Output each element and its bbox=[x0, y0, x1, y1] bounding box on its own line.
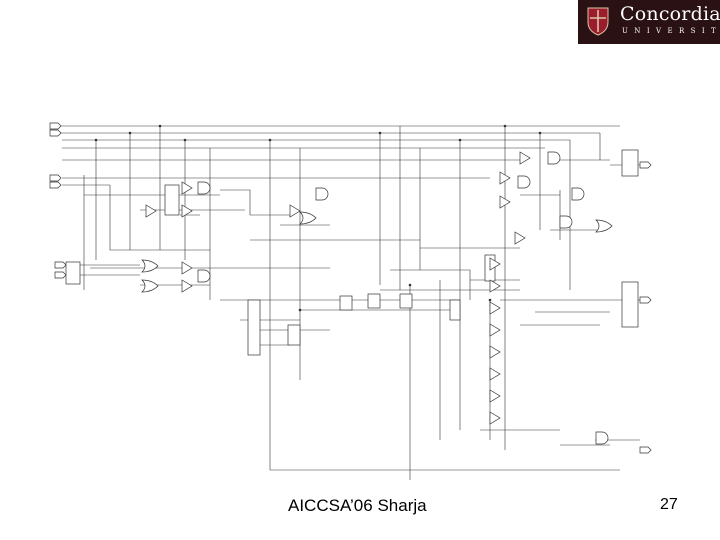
output-pin bbox=[639, 296, 652, 304]
logic-schematic bbox=[49, 122, 652, 480]
buffer bbox=[489, 323, 501, 337]
buffer bbox=[499, 171, 511, 185]
buffer bbox=[181, 204, 193, 218]
output-pin bbox=[639, 446, 652, 454]
junction-dot bbox=[183, 138, 187, 142]
input-pin bbox=[49, 181, 62, 189]
and-gate bbox=[197, 269, 211, 283]
input-pin bbox=[54, 261, 67, 269]
register-block bbox=[621, 149, 639, 177]
and-gate bbox=[517, 175, 531, 189]
register-block bbox=[164, 184, 180, 216]
buffer bbox=[489, 411, 501, 425]
buffer bbox=[499, 195, 511, 209]
junction-dot bbox=[298, 308, 302, 312]
input-pin bbox=[49, 174, 62, 182]
junction-dot bbox=[378, 131, 382, 135]
buffer bbox=[519, 151, 531, 165]
wire bbox=[500, 299, 620, 326]
buffer bbox=[489, 367, 501, 381]
or-gate bbox=[141, 279, 159, 293]
or-gate bbox=[299, 211, 317, 225]
and-gate bbox=[315, 187, 329, 201]
buffer bbox=[181, 279, 193, 293]
buffer bbox=[181, 181, 193, 195]
buffer bbox=[181, 261, 193, 275]
or-gate bbox=[141, 259, 159, 273]
junction-dot bbox=[503, 124, 507, 128]
wire bbox=[380, 247, 520, 300]
junction-dot bbox=[408, 283, 412, 287]
and-gate bbox=[547, 151, 561, 165]
wire bbox=[270, 429, 620, 471]
wire bbox=[220, 189, 420, 241]
register-block bbox=[339, 295, 353, 311]
register-block bbox=[287, 324, 301, 346]
output-pin bbox=[639, 161, 652, 169]
wire bbox=[520, 159, 610, 240]
register-block bbox=[621, 281, 639, 328]
concordia-logo: Concordia UNIVERSITY bbox=[578, 0, 720, 44]
buffer bbox=[489, 279, 501, 293]
wire bbox=[62, 159, 520, 290]
register-block bbox=[399, 293, 413, 309]
register-block bbox=[449, 299, 461, 321]
conference-caption: AICCSA’06 Sharja bbox=[288, 496, 427, 515]
register-block bbox=[65, 261, 81, 285]
buffer bbox=[289, 204, 301, 218]
junction-dot bbox=[488, 298, 492, 302]
buffer bbox=[489, 345, 501, 359]
buffer bbox=[145, 204, 157, 218]
junction-dot bbox=[538, 131, 542, 135]
wire bbox=[62, 264, 330, 301]
buffer bbox=[489, 301, 501, 315]
wire bbox=[504, 126, 601, 450]
input-pin bbox=[49, 129, 62, 137]
or-gate bbox=[595, 219, 613, 233]
input-pin bbox=[49, 122, 62, 130]
wire bbox=[95, 126, 211, 300]
and-gate bbox=[571, 187, 585, 201]
buffer bbox=[514, 231, 526, 245]
junction-dot bbox=[94, 138, 98, 142]
wire bbox=[56, 125, 620, 149]
buffer bbox=[489, 257, 501, 271]
junction-dot bbox=[458, 138, 462, 142]
and-gate bbox=[559, 215, 573, 229]
input-pin bbox=[54, 271, 67, 279]
page-number: 27 bbox=[660, 496, 678, 513]
junction-dot bbox=[158, 124, 162, 128]
junction-dot bbox=[128, 131, 132, 135]
logo-subtitle: UNIVERSITY bbox=[622, 27, 720, 35]
logo-name: Concordia bbox=[620, 3, 720, 25]
register-block bbox=[367, 293, 381, 309]
university-crest-icon bbox=[587, 7, 609, 36]
and-gate bbox=[595, 431, 609, 445]
junction-dot bbox=[268, 138, 272, 142]
register-block bbox=[247, 299, 261, 356]
and-gate bbox=[197, 181, 211, 195]
buffer bbox=[489, 389, 501, 403]
wire bbox=[269, 126, 461, 470]
